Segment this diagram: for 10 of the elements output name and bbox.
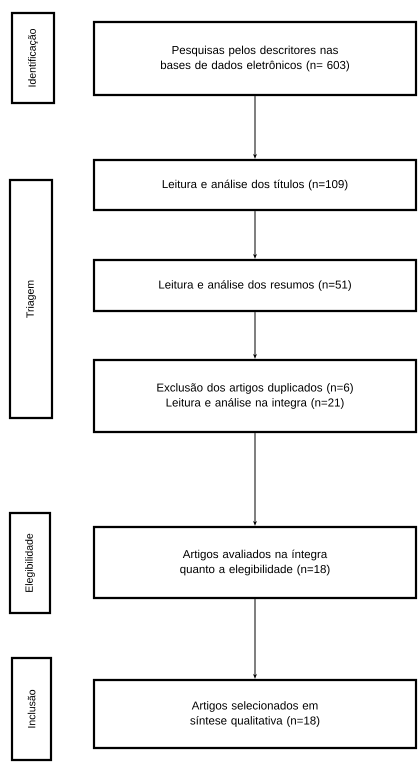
process-box: Leitura e análise dos resumos (n=51) xyxy=(92,258,418,312)
process-box: Pesquisas pelos descritores nas bases de dados eletrônicos (n= 603) xyxy=(92,20,418,96)
stage-box: Inclusão xyxy=(10,656,52,762)
stage-box: Identificação xyxy=(10,12,56,104)
stage-box: Triagem xyxy=(8,178,54,420)
process-box: Exclusão dos artigos duplicados (n=6) Leitura e análise na integra (n=21) xyxy=(92,358,418,434)
process-box: Artigos selecionados em síntese qualitativa (n=18) xyxy=(92,678,418,750)
process-box: Leitura e análise dos títulos (n=109) xyxy=(92,158,418,212)
stage-box: Elegibilidade xyxy=(8,512,52,614)
process-box: Artigos avaliados na íntegra quanto a elegibilidade (n=18) xyxy=(92,526,418,600)
